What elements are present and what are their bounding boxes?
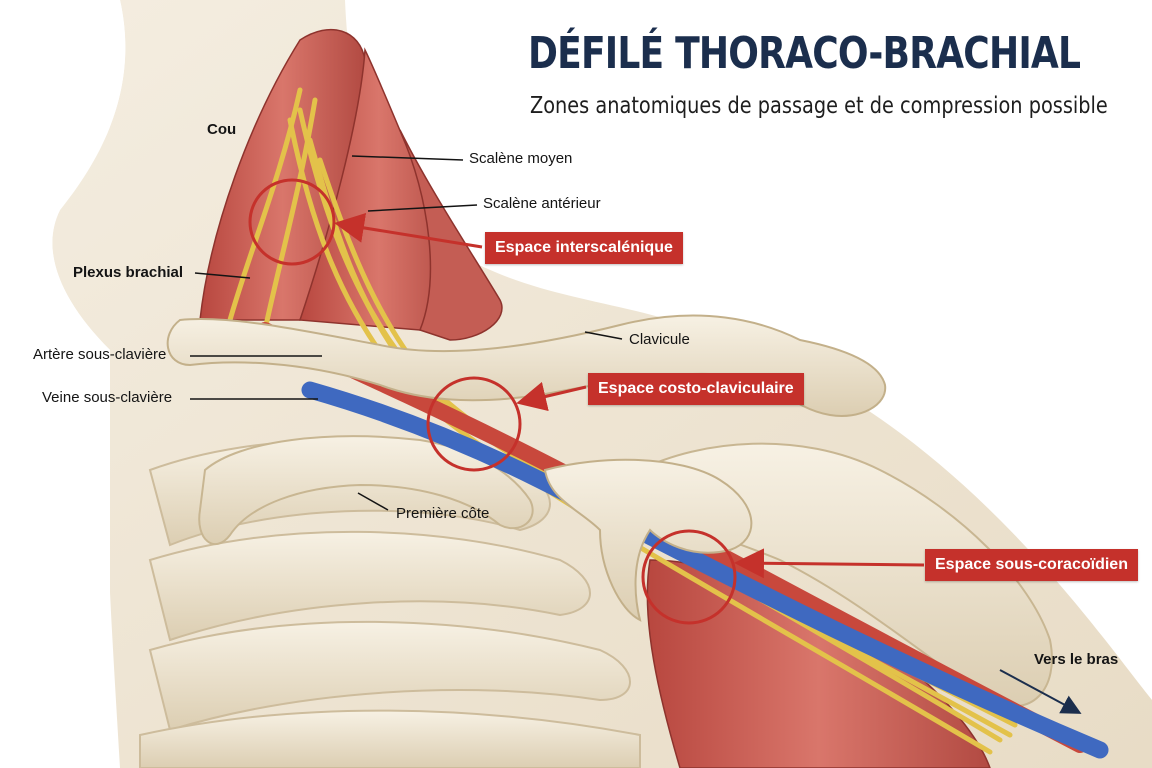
circle-interscalenique: [248, 178, 336, 266]
leader-lines: [190, 155, 623, 511]
label-plexus-brachial: Plexus brachial: [73, 264, 184, 281]
label-scalene-anterieur: Scalène antérieur: [483, 195, 601, 212]
label-scalene-moyen: Scalène moyen: [469, 150, 573, 167]
diagram-subtitle: Zones anatomiques de passage et de compr…: [530, 93, 1108, 119]
label-cou: Cou: [207, 121, 237, 138]
zone-interscalenique: Espace interscalénique: [485, 232, 683, 264]
diagram-title: DÉFILÉ THORACO-BRACHIAL: [528, 28, 1081, 79]
label-veine-sous-claviere: Veine sous-clavière: [42, 389, 173, 406]
clavicle: [166, 314, 887, 417]
arm-direction-arrow: [999, 669, 1082, 714]
circle-costo-claviculaire: [426, 376, 522, 472]
label-premiere-cote: Première côte: [396, 505, 490, 522]
zone-sous-coracoidien: Espace sous-coracoïdien: [925, 549, 1138, 581]
coracoid-process: [543, 458, 753, 622]
zone-costo-claviculaire: Espace costo-claviculaire: [588, 373, 804, 405]
label-artere-sous-claviere: Artère sous-clavière: [33, 346, 167, 363]
zone-arrows: [334, 213, 925, 579]
label-clavicule: Clavicule: [629, 331, 690, 348]
neck-shadow: [0, 0, 126, 768]
label-vers-le-bras: Vers le bras: [1034, 651, 1119, 668]
